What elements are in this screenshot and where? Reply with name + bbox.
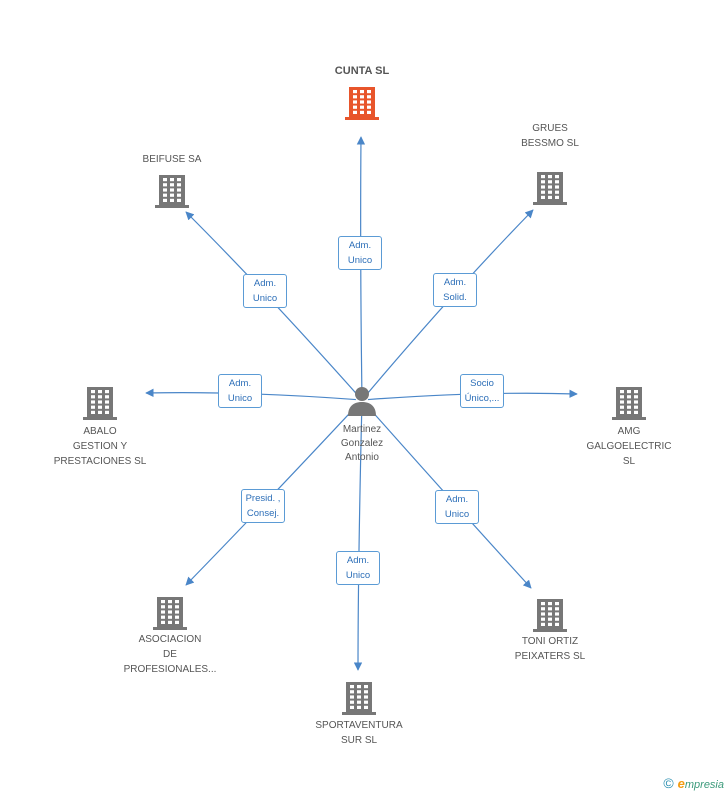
building-icon[interactable]: [342, 680, 376, 721]
edge-label-grues[interactable]: Adm. Solid.: [433, 273, 477, 307]
edge-label-sport[interactable]: Adm. Unico: [336, 551, 380, 585]
edge-label-cunta[interactable]: Adm. Unico: [338, 236, 382, 270]
node-label-sport[interactable]: SPORTAVENTURA SUR SL: [315, 720, 403, 746]
node-label-cunta[interactable]: CUNTA SL: [334, 65, 390, 77]
building-icon[interactable]: [345, 85, 379, 126]
node-label-beifuse[interactable]: BEIFUSE SA: [142, 154, 202, 165]
building-icon[interactable]: [533, 597, 567, 638]
person-icon[interactable]: [347, 385, 377, 422]
edge-label-beifuse[interactable]: Adm. Unico: [243, 274, 287, 308]
building-icon[interactable]: [533, 170, 567, 211]
building-icon[interactable]: [155, 173, 189, 214]
center-person-label[interactable]: Martinez Gonzalez Antonio: [340, 424, 384, 463]
node-label-grues[interactable]: GRUES BESSMO SL: [521, 123, 579, 149]
building-icon[interactable]: [153, 595, 187, 636]
building-icon[interactable]: [83, 385, 117, 426]
brand-initial: e: [677, 776, 685, 791]
edge-label-amg[interactable]: Socio Único,...: [460, 374, 504, 408]
building-icon[interactable]: [612, 385, 646, 426]
node-label-asoc[interactable]: ASOCIACION DE PROFESIONALES...: [123, 634, 217, 675]
copyright-symbol: ©: [663, 775, 674, 791]
node-label-abalo[interactable]: ABALO GESTION Y PRESTACIONES SL: [53, 426, 147, 467]
footer-brand[interactable]: ©empresia: [663, 775, 724, 791]
edge-label-toni[interactable]: Adm. Unico: [435, 490, 479, 524]
edge-label-asoc[interactable]: Presid. , Consej.: [241, 489, 285, 523]
edge-label-abalo[interactable]: Adm. Unico: [218, 374, 262, 408]
node-label-toni[interactable]: TONI ORTIZ PEIXATERS SL: [514, 636, 586, 662]
brand-name: mpresia: [684, 779, 724, 791]
node-label-amg[interactable]: AMG GALGOELECTRIC SL: [586, 426, 672, 467]
